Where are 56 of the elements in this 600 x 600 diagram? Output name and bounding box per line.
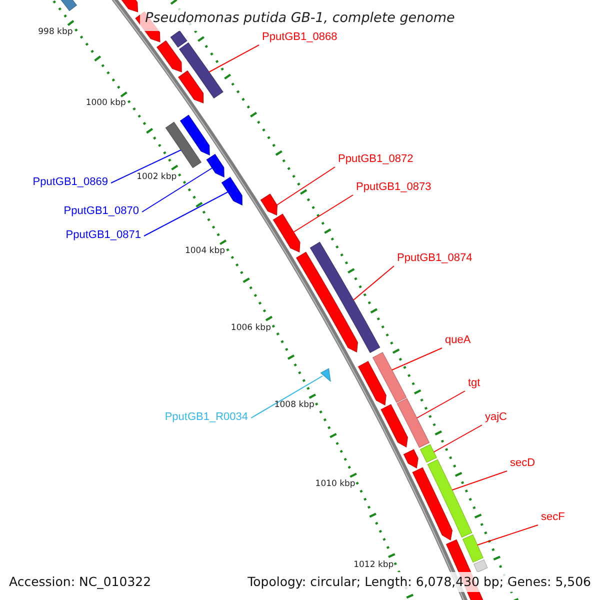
tick-label: 1000 kbp xyxy=(86,98,126,108)
gene-label: PputGB1_0873 xyxy=(356,181,432,194)
leader-line xyxy=(144,192,228,236)
gene-bar xyxy=(420,444,437,463)
gene-feature xyxy=(273,214,300,252)
gene-feature xyxy=(156,40,182,72)
gene-label: secF xyxy=(541,511,565,524)
gene-label: PputGB1_0870 xyxy=(64,205,139,218)
leader-line xyxy=(276,166,336,206)
gene-bar xyxy=(462,534,484,563)
gene-bar xyxy=(427,459,472,538)
gene-bar xyxy=(372,352,407,403)
leader-line xyxy=(476,524,538,546)
gene-bar xyxy=(310,242,380,353)
tick-label: 1008 kbp xyxy=(274,400,314,410)
gene-bar xyxy=(396,398,430,448)
leader-line xyxy=(391,348,442,370)
leader-line xyxy=(142,168,213,212)
gene-label: PputGB1_0874 xyxy=(397,252,472,265)
leader-line xyxy=(250,376,324,418)
leader-line xyxy=(110,150,182,184)
tick-label: 1012 kbp xyxy=(354,560,394,570)
gene-feature xyxy=(178,70,204,104)
gene-feature xyxy=(358,361,386,406)
gene-feature xyxy=(296,252,358,352)
tick-label: 998 kbp xyxy=(38,27,73,37)
gene-feature xyxy=(180,114,210,156)
tick-label: 1002 kbp xyxy=(136,172,177,182)
gene-label: yajC xyxy=(485,411,508,424)
gene-feature xyxy=(380,404,408,448)
gene-bar xyxy=(170,30,188,48)
leader-line xyxy=(293,194,354,232)
gene-feature xyxy=(412,467,452,540)
tick-label: 1010 kbp xyxy=(315,479,356,490)
tick-label: 1006 kbp xyxy=(230,322,271,333)
gene-label: PputGB1_0868 xyxy=(262,31,338,44)
leader-line xyxy=(208,44,260,72)
gene-bar xyxy=(165,122,202,168)
gene-label: tgt xyxy=(468,377,480,390)
leader-line xyxy=(452,470,508,490)
gene-bar xyxy=(474,559,488,572)
gene-label: PputGB1_0871 xyxy=(66,229,141,242)
gene-label: queA xyxy=(445,334,471,347)
gene-feature xyxy=(206,154,224,178)
gene-label: secD xyxy=(510,457,536,470)
gene-label: PputGB1_0869 xyxy=(32,176,108,189)
leader-line xyxy=(352,266,394,300)
gene-label: PputGB1_R0034 xyxy=(164,411,248,424)
gene-feature xyxy=(404,449,418,468)
gene-bar xyxy=(179,42,224,98)
tick-label: 1004 kbp xyxy=(184,246,226,256)
rna-marker xyxy=(320,368,331,382)
gene-feature xyxy=(260,194,278,216)
gene-feature xyxy=(222,176,242,206)
gene-label: PputGB1_0872 xyxy=(338,153,414,166)
leader-line xyxy=(433,424,482,452)
